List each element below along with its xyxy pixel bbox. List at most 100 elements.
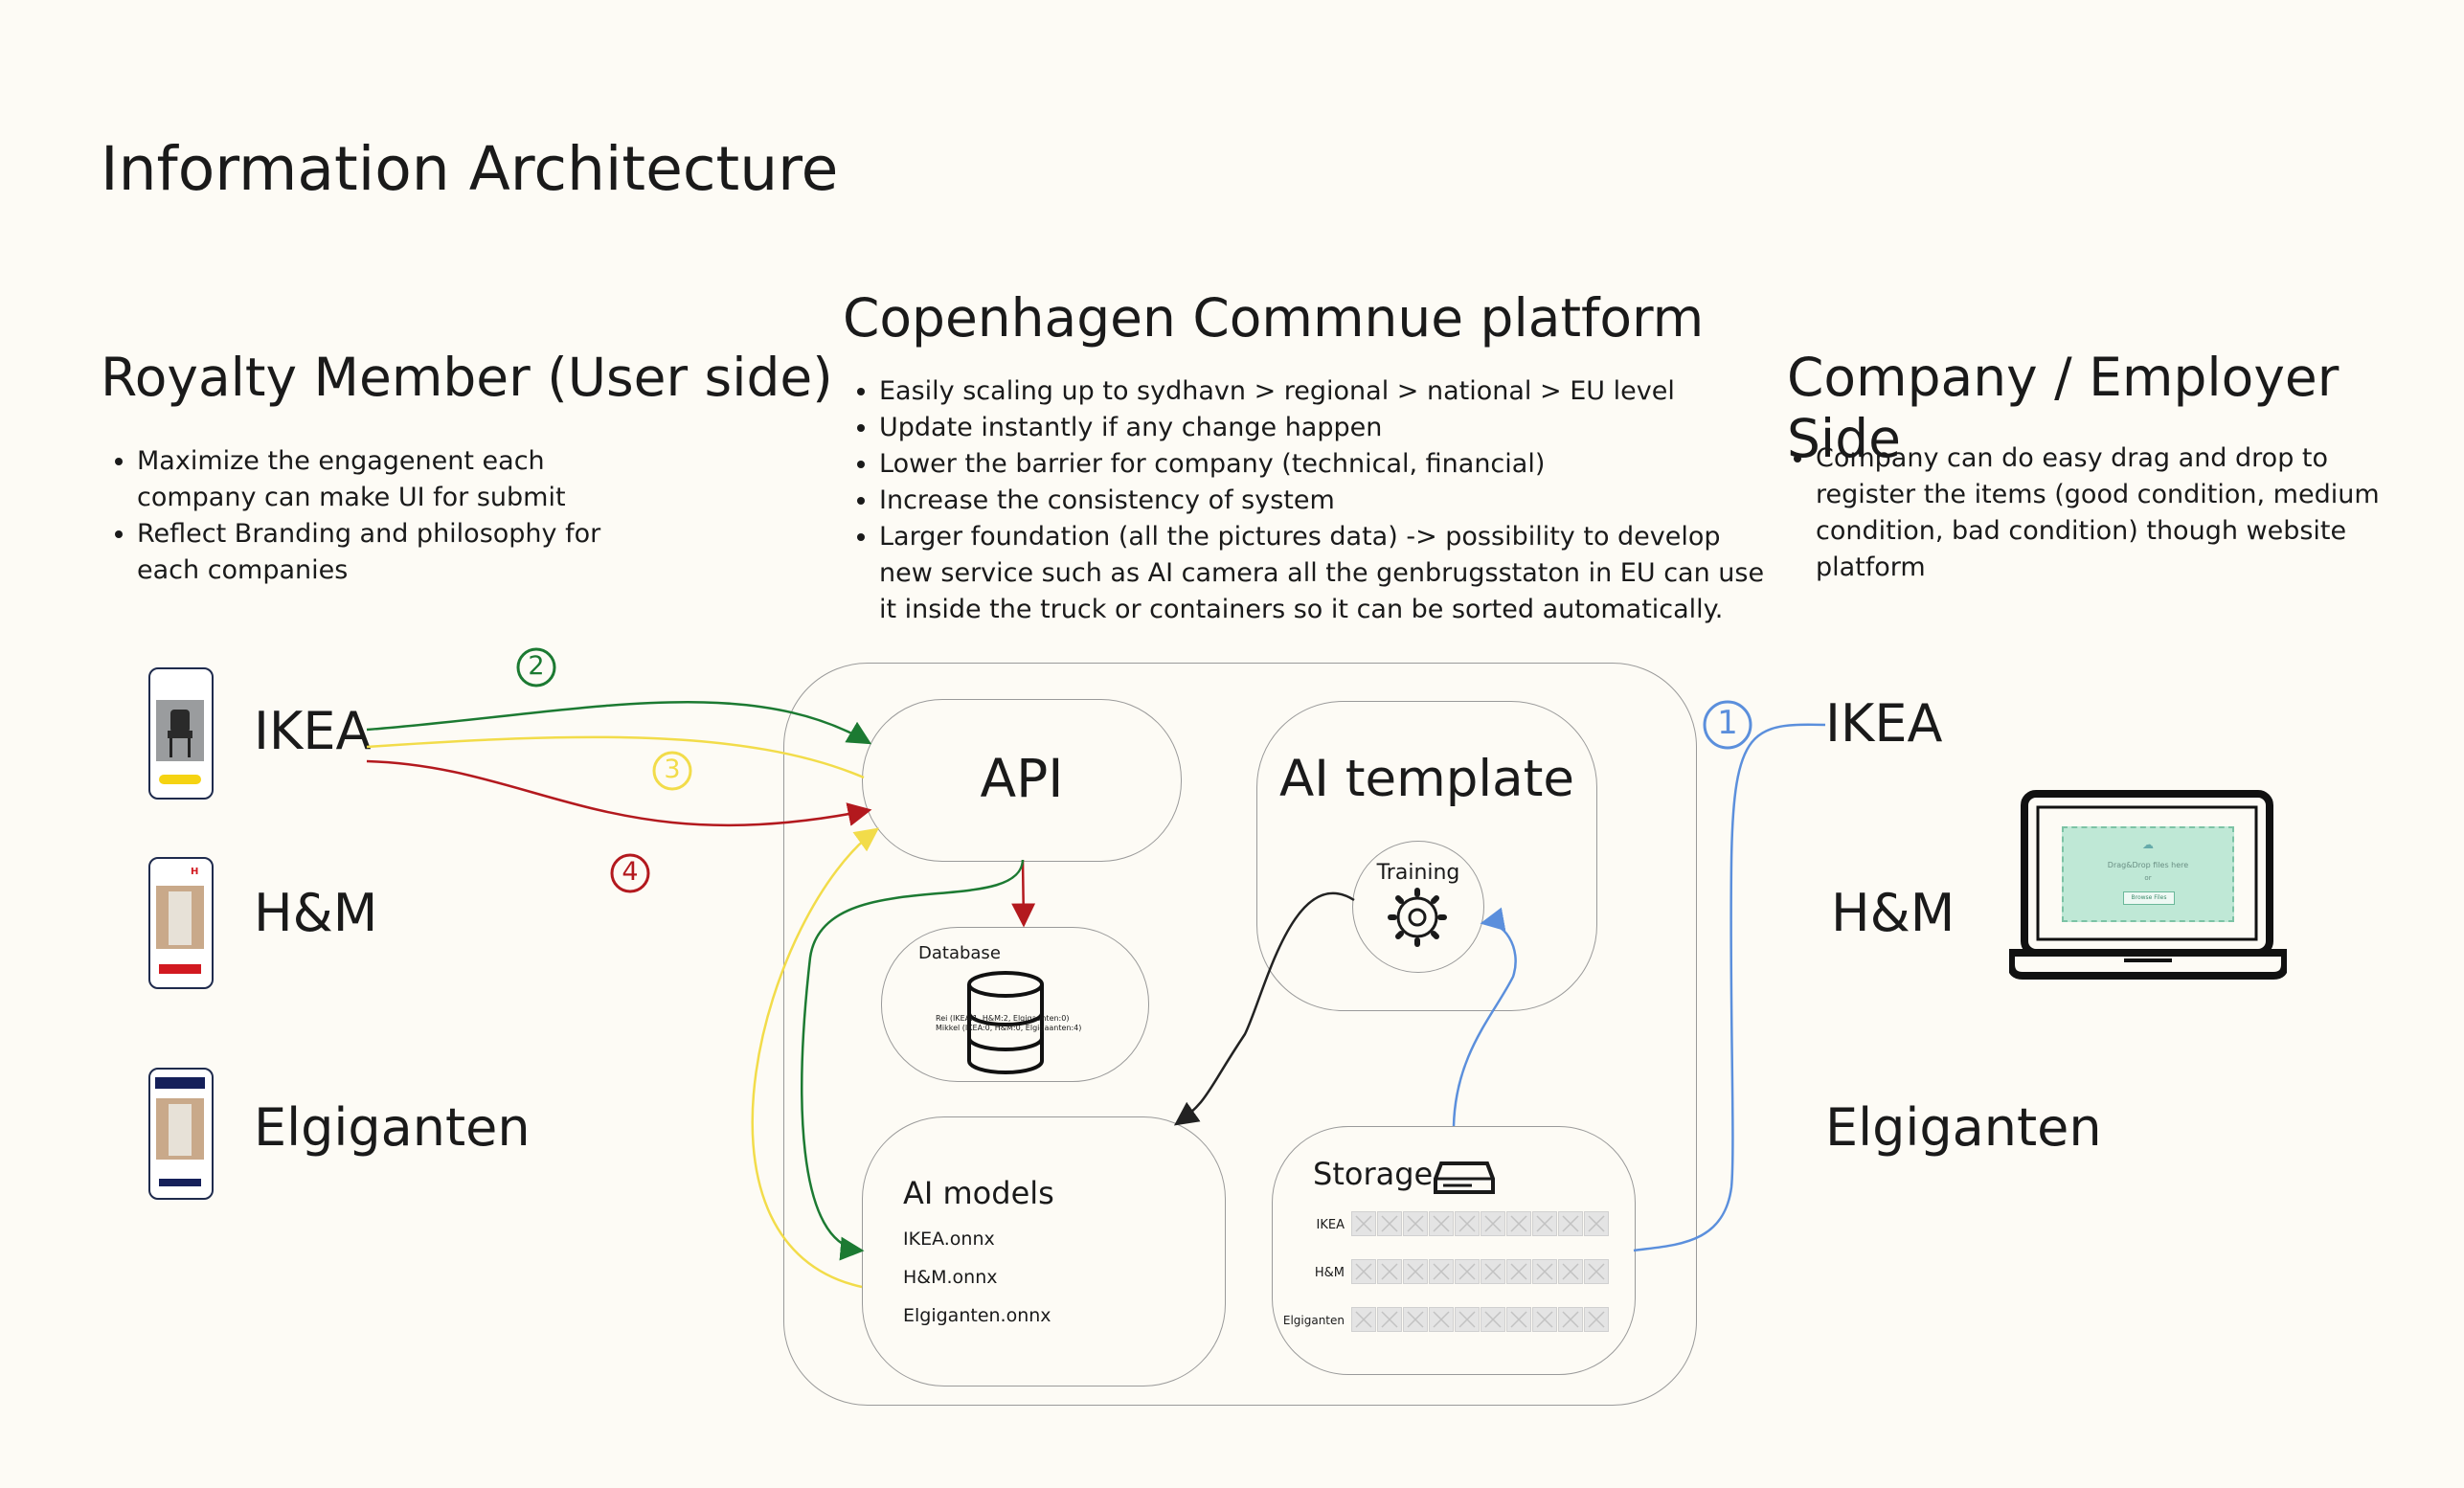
image-placeholder (1481, 1211, 1505, 1236)
step-1-number: 1 (1717, 704, 1738, 742)
platform-bullets: Easily scaling up to sydhavn > regional … (843, 373, 1770, 628)
flow-arrow-green (366, 700, 872, 745)
storage-to-training-arrow (1452, 907, 1517, 1127)
dress-photo (156, 1098, 204, 1160)
image-placeholder (1558, 1307, 1583, 1332)
database-box[interactable]: Database Rei (IKEA:1, H&M:2, Elgigaanten… (881, 927, 1149, 1082)
ai-models-label: AI models (903, 1175, 1054, 1211)
company-side-heading: Company / Employer Side (1787, 347, 2340, 469)
bullet: Reflect Branding and philosophy for each… (137, 516, 635, 589)
step-3-marker (652, 751, 692, 791)
ikea-brand-bar (159, 775, 201, 784)
storage-box[interactable]: Storage IKEA H&M Elgiganten (1272, 1126, 1636, 1375)
bullet: Update instantly if any change happen (879, 410, 1770, 446)
image-placeholder (1584, 1259, 1609, 1284)
bullet: Lower the barrier for company (technical… (879, 446, 1770, 483)
right-company-hm: H&M (1831, 883, 1955, 943)
gear-icon (1388, 888, 1447, 947)
storage-label: Storage (1313, 1156, 1434, 1192)
api-label: API (980, 748, 1064, 809)
company-to-storage-arrow (1633, 723, 1826, 1252)
user-side-heading: Royalty Member (User side) (101, 347, 833, 408)
image-placeholder (1558, 1259, 1583, 1284)
image-placeholder (1403, 1307, 1428, 1332)
elgiganten-logo-bar (155, 1077, 205, 1089)
bullet: Larger foundation (all the pictures data… (879, 519, 1770, 628)
left-company-hm: H&M (254, 883, 378, 943)
image-placeholder (1403, 1259, 1428, 1284)
step-3-number: 3 (664, 755, 681, 784)
drop-zone[interactable]: ☁ Drag&Drop files here or Browse Files (2062, 826, 2234, 922)
image-placeholder (1429, 1307, 1454, 1332)
ai-template-label: AI template (1279, 750, 1574, 808)
upload-icon: ☁ (2142, 838, 2154, 851)
models-to-api-arrow (751, 827, 880, 1289)
server-icon (1434, 1158, 1495, 1194)
flow-arrow-red (366, 759, 872, 827)
drop-zone-text: Drag&Drop files here (2107, 861, 2189, 869)
drop-zone-or: or (2144, 874, 2152, 882)
step-2-number: 2 (528, 651, 545, 681)
database-icon (967, 971, 1044, 1074)
image-placeholder (1506, 1307, 1531, 1332)
storage-row-label: H&M (1314, 1266, 1345, 1280)
step-4-marker (610, 853, 650, 893)
image-placeholder (1481, 1307, 1505, 1332)
image-placeholder (1455, 1211, 1480, 1236)
image-placeholder (1584, 1307, 1609, 1332)
image-placeholder (1455, 1307, 1480, 1332)
image-placeholder (1403, 1211, 1428, 1236)
image-placeholder (1532, 1259, 1557, 1284)
phone-ikea (148, 667, 214, 800)
api-to-models-arrow (801, 859, 1025, 1261)
chair-photo (156, 700, 204, 761)
storage-row-label: IKEA (1316, 1218, 1345, 1232)
model-file: H&M.onnx (903, 1267, 998, 1288)
step-2-marker (516, 647, 556, 688)
image-placeholder (1506, 1259, 1531, 1284)
training-circle[interactable]: Training (1352, 841, 1484, 973)
image-placeholder (1429, 1259, 1454, 1284)
company-side-bullets: Company can do easy drag and drop to reg… (1779, 440, 2429, 586)
image-placeholder (1506, 1211, 1531, 1236)
image-placeholder (1351, 1307, 1376, 1332)
ai-models-box[interactable]: AI models IKEA.onnx H&M.onnx Elgiganten.… (862, 1116, 1226, 1387)
bullet: Easily scaling up to sydhavn > regional … (879, 373, 1770, 410)
storage-row-label: Elgiganten (1282, 1314, 1345, 1327)
image-placeholder (1532, 1307, 1557, 1332)
bullet: Maximize the engagenent each company can… (137, 443, 635, 516)
step-4-number: 4 (622, 857, 639, 887)
api-to-database-arrow (1011, 859, 1036, 928)
image-placeholder (1429, 1211, 1454, 1236)
image-placeholder (1532, 1211, 1557, 1236)
training-to-models-arrow (1173, 891, 1355, 1126)
step-1-marker (1703, 700, 1752, 750)
right-company-elgiganten: Elgiganten (1825, 1097, 2102, 1158)
database-record: Mikkel (IKEA:0, H&M:0, Elgigaanten:4) (936, 1024, 1082, 1032)
browse-files-button[interactable]: Browse Files (2123, 891, 2175, 905)
image-placeholder (1377, 1211, 1402, 1236)
flow-arrow-yellow (366, 735, 865, 779)
user-side-bullets: Maximize the engagenent each company can… (101, 443, 635, 589)
image-placeholder (1558, 1211, 1583, 1236)
phone-elgiganten (148, 1068, 214, 1200)
image-placeholder (1351, 1259, 1376, 1284)
bullet: Increase the consistency of system (879, 483, 1770, 519)
model-file: IKEA.onnx (903, 1229, 995, 1250)
right-company-ikea: IKEA (1825, 693, 1943, 754)
image-placeholder (1481, 1259, 1505, 1284)
api-box[interactable]: API (862, 699, 1182, 862)
image-placeholder (1377, 1259, 1402, 1284)
database-label: Database (918, 943, 1001, 963)
training-label: Training (1376, 861, 1460, 885)
elgiganten-brand-bar (159, 1179, 201, 1186)
database-record: Rei (IKEA:1, H&M:2, Elgigaanten:0) (936, 1014, 1070, 1023)
bullet: Company can do easy drag and drop to reg… (1816, 440, 2429, 586)
left-company-ikea: IKEA (254, 701, 372, 761)
image-placeholder (1584, 1211, 1609, 1236)
image-placeholder (1377, 1307, 1402, 1332)
dress-photo (156, 886, 204, 949)
page-title: Information Architecture (101, 134, 839, 204)
database-records: Rei (IKEA:1, H&M:2, Elgigaanten:0) Mikke… (936, 1014, 1081, 1033)
